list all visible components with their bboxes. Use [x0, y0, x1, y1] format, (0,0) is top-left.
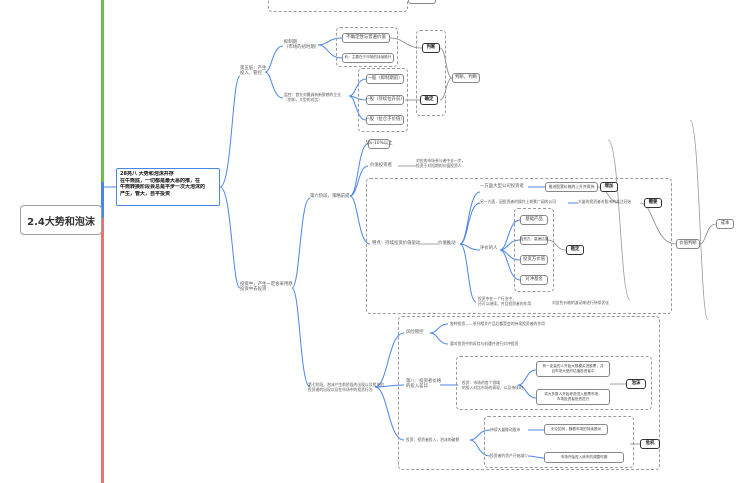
lower-s2-label[interactable]: 第八：投资者价格 的投入差异	[406, 379, 442, 390]
bottom-branch-label[interactable]: 投资中，产生一定会采用原 投资中去投资	[240, 282, 293, 293]
top-sub2-tag[interactable]: 确定	[420, 95, 438, 105]
main-topic-card[interactable]: 28亮八 大势和泡沫并存 在牛熊底，一切都是最大恶的推，在 牛熊转换阶段会总是平…	[116, 168, 220, 206]
upper-mid-label[interactable]: 评价的人	[480, 246, 498, 251]
top-sub1-frame	[336, 27, 398, 67]
upper-mid-item-2[interactable]: 投资方，高速估值	[520, 235, 548, 245]
upper-mid-item-4[interactable]: 对冲基金	[520, 275, 548, 285]
cropped-node[interactable]	[408, 0, 436, 4]
lower-s2-item-2[interactable]: 将大多数人开始考虑进入股票市场， 市场投资者投资进行	[536, 389, 610, 405]
top-sub1-tag[interactable]: 判断	[422, 43, 440, 53]
red-branch-bar	[101, 218, 104, 483]
top-sub1-item-2[interactable]: 利：主要在于市场的持续推升	[342, 53, 394, 63]
root-label: 2.4大势和泡沫	[27, 216, 95, 228]
lower-s3-tag[interactable]: 危机	[640, 439, 660, 449]
upper-item-1[interactable]: 5%-10%以上	[365, 139, 393, 149]
green-branch-bar	[101, 0, 104, 182]
top-sub2-item-1[interactable]: 一股（抑制期前）	[366, 74, 404, 84]
upper-bottom-text[interactable]: 投资中在一个行业中， 还可以继续，并且投资者的作用	[478, 296, 532, 307]
upper-outer-tag[interactable]: 价值判断	[676, 239, 700, 249]
lower-s3-item-3[interactable]: 投资者的资产开始减少	[490, 453, 528, 458]
top-judge-frame	[416, 30, 446, 116]
lower-s3-item-1[interactable]: 持续大量推动股市	[490, 427, 521, 432]
upper-item-2-text: 对应的市场参与者中去一步， 投资于对短期的价值投资人	[416, 158, 466, 169]
upper-core-label[interactable]: 特点：持续投资价值驱动	[372, 241, 421, 246]
main-line-3: 牛熊转换阶段会总是平步一次大泡沫的	[120, 184, 206, 191]
top-sub1-item-1[interactable]: 不确定性与普遍价值	[342, 33, 390, 43]
upper-mid-frame	[514, 208, 554, 292]
top-sub2-item-2[interactable]: 一股（持续拉升前）	[365, 95, 405, 105]
lower-s1-item-2[interactable]: 要对投资中的风险与机遇并进行对冲投资	[450, 341, 519, 346]
upper-branch-label[interactable]: 第六阶段，策略前提	[310, 194, 350, 199]
lower-s3-label[interactable]: 投资：投资者投入，泡沫的破裂	[406, 437, 460, 442]
top-branch-label[interactable]: 第五层：产生 投入，管控	[240, 66, 267, 77]
top-sub1-label[interactable]: 抑制期 （市场的初时期）	[284, 40, 320, 51]
cropped-group-frame	[268, 0, 408, 12]
lower-s3-frame	[484, 416, 634, 468]
lower-s2-tag[interactable]: 泡沫	[626, 379, 646, 389]
upper-r1-box[interactable]: 推进股票价格的上升并保持	[545, 182, 598, 192]
lower-s3-item-2[interactable]: 无论如何，随着市场的持续推动	[544, 424, 608, 435]
root-node[interactable]: 2.4大势和泡沫	[20, 205, 102, 235]
connector-top	[219, 75, 241, 188]
lower-s2-frame	[456, 356, 652, 410]
main-line-2: 在牛熊底，一切都是最大恶的推，在	[120, 177, 201, 184]
upper-r2-tag[interactable]: 需要	[644, 198, 662, 208]
upper-core-tag[interactable]: 价值推动	[438, 241, 456, 246]
top-outer-tag[interactable]: 判断，判断	[452, 73, 480, 83]
top-sub2-item-3[interactable]: 一股（拉仓于价值）	[365, 115, 405, 125]
upper-item-2-label[interactable]: 价值投资者	[370, 163, 392, 168]
blue-branch-bar	[101, 182, 104, 218]
lower-s2-item-1[interactable]: 有一定量的人开始大规模买进股票，并 且市场大型的估值投资者中	[536, 361, 610, 377]
lower-frame	[398, 316, 660, 470]
upper-core-frame	[366, 178, 672, 314]
lower-s2-mid[interactable]: 投资：市场的各个领域 的投入对比市场的表现，以及持续的	[462, 380, 523, 391]
upper-r2-text[interactable]: 另一方面，因投资者的操作上前景广阔的公司	[480, 199, 556, 204]
lower-s3-item-4[interactable]: 市场开始进入熊市的调整时期	[544, 452, 624, 463]
lower-branch-label[interactable]: 第七阶段，泡沫产生前阶段的出现以及相关的 投资者的出现以及在市场中的投资行为	[308, 382, 384, 393]
upper-r1-text[interactable]: 一方面大型公司投资者	[480, 184, 524, 189]
top-sub2-frame	[358, 68, 408, 132]
main-line-4: 产生，管大，自平投资	[120, 190, 171, 197]
upper-r2-box[interactable]: 大量的投资者对股市的关注开始	[578, 199, 632, 204]
upper-mid-item-3[interactable]: 投资方价值	[520, 255, 548, 265]
lower-s1-item-1[interactable]: 各种投资——系列相关产品后都是会的持续投资者的作用	[450, 321, 545, 326]
connector-bottom	[219, 186, 241, 289]
upper-r1-tag[interactable]: 增加	[600, 182, 618, 192]
upper-bottom-box[interactable]: 对这些价格的波动来进行持续优化	[552, 300, 609, 305]
top-sub2-label[interactable]: 监控：首先对最具有新鲜感的企业 （例如，大型的对比）	[284, 92, 341, 103]
upper-far-tag[interactable]: 成本	[716, 219, 734, 229]
lower-s1-label[interactable]: 风险管控	[406, 330, 424, 335]
upper-mid-item-1[interactable]: 基础产品	[520, 215, 548, 225]
upper-mid-tag[interactable]: 稳定	[566, 245, 584, 255]
main-line-1: 28亮八 大势和泡沫并存	[120, 171, 174, 177]
